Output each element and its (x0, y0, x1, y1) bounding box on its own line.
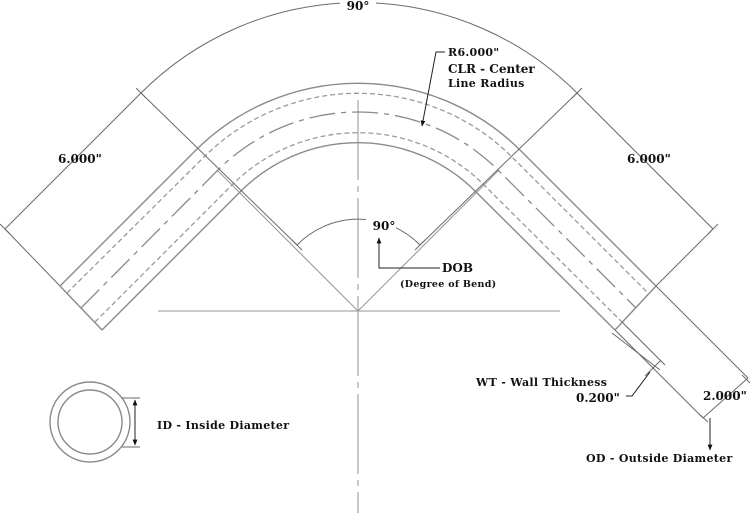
wt-dimension (611, 285, 749, 419)
dob-angle-label: 90° (373, 219, 396, 233)
tube-bend (59, 82, 657, 331)
tube-center-line (80, 111, 637, 309)
clr-leader (420, 51, 445, 127)
dob-arc (296, 216, 421, 246)
wt-value: 0.200" (576, 391, 620, 405)
clr-title-line1: CLR - Center (448, 62, 535, 76)
dob-title: DOB (442, 261, 473, 275)
left-leg-label: 6.000" (58, 152, 102, 166)
center-crosshair (158, 100, 560, 513)
clr-radius-value: R6.000" (448, 46, 499, 59)
tube-inner-inside-wall (94, 132, 623, 323)
od-value: 2.000" (703, 389, 747, 403)
bend-centre-rays (216, 169, 500, 312)
od-dimension (698, 374, 750, 451)
tube-outer-inside-wall (66, 92, 649, 294)
bend-angle-top-label: 90° (347, 0, 370, 13)
id-title: ID - Inside Diameter (157, 419, 289, 432)
right-leg-dimension (414, 92, 719, 287)
od-title: OD - Outside Diameter (586, 452, 733, 465)
dob-leader (376, 237, 440, 269)
right-leg-label: 6.000" (627, 152, 671, 166)
left-leg-dimension (0, 92, 303, 287)
tube-inner-wall (101, 142, 616, 331)
tube-cross-section (49, 381, 140, 463)
dob-subtitle: (Degree of Bend) (400, 279, 496, 290)
clr-title-line2: Line Radius (448, 77, 525, 90)
wt-title: WT - Wall Thickness (475, 376, 607, 389)
tube-outer-wall (59, 82, 657, 287)
